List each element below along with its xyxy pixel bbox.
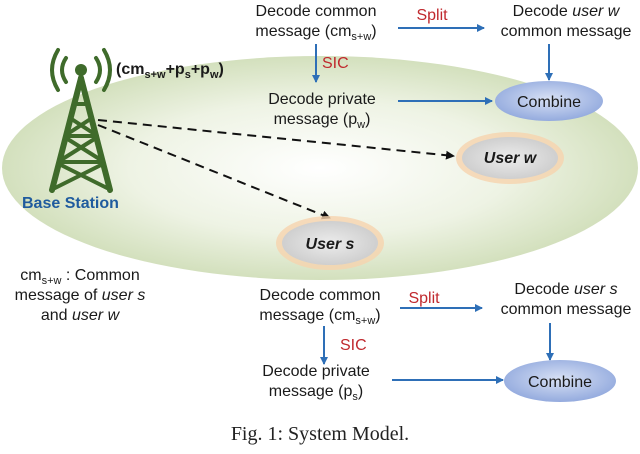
transmitted-signal-label: (cms+w+ps+pw): [116, 61, 224, 81]
user-s-node: User s: [276, 216, 384, 270]
user-w-combine-node: Combine: [495, 81, 603, 121]
broadcast-arrow-user-s: [97, 124, 331, 220]
user-w-label: User w: [484, 150, 538, 167]
coverage-area: [2, 56, 638, 280]
base-station-label: Base Station: [22, 195, 119, 212]
user-w-node: User w: [456, 132, 564, 184]
user-w-split-label: Split: [416, 7, 448, 24]
user-s-label: User s: [306, 236, 355, 253]
user-w-sic-label: SIC: [322, 55, 349, 72]
user-s-split-label: Split: [408, 290, 440, 307]
user-w-combine-label: Combine: [517, 94, 581, 111]
figure-caption: Fig. 1: System Model.: [231, 423, 409, 445]
user-s-sic-label: SIC: [340, 337, 367, 354]
user-s-combine-label: Combine: [528, 374, 592, 391]
user-s-combine-node: Combine: [504, 360, 616, 402]
base-station-tower-icon: [49, 48, 113, 193]
